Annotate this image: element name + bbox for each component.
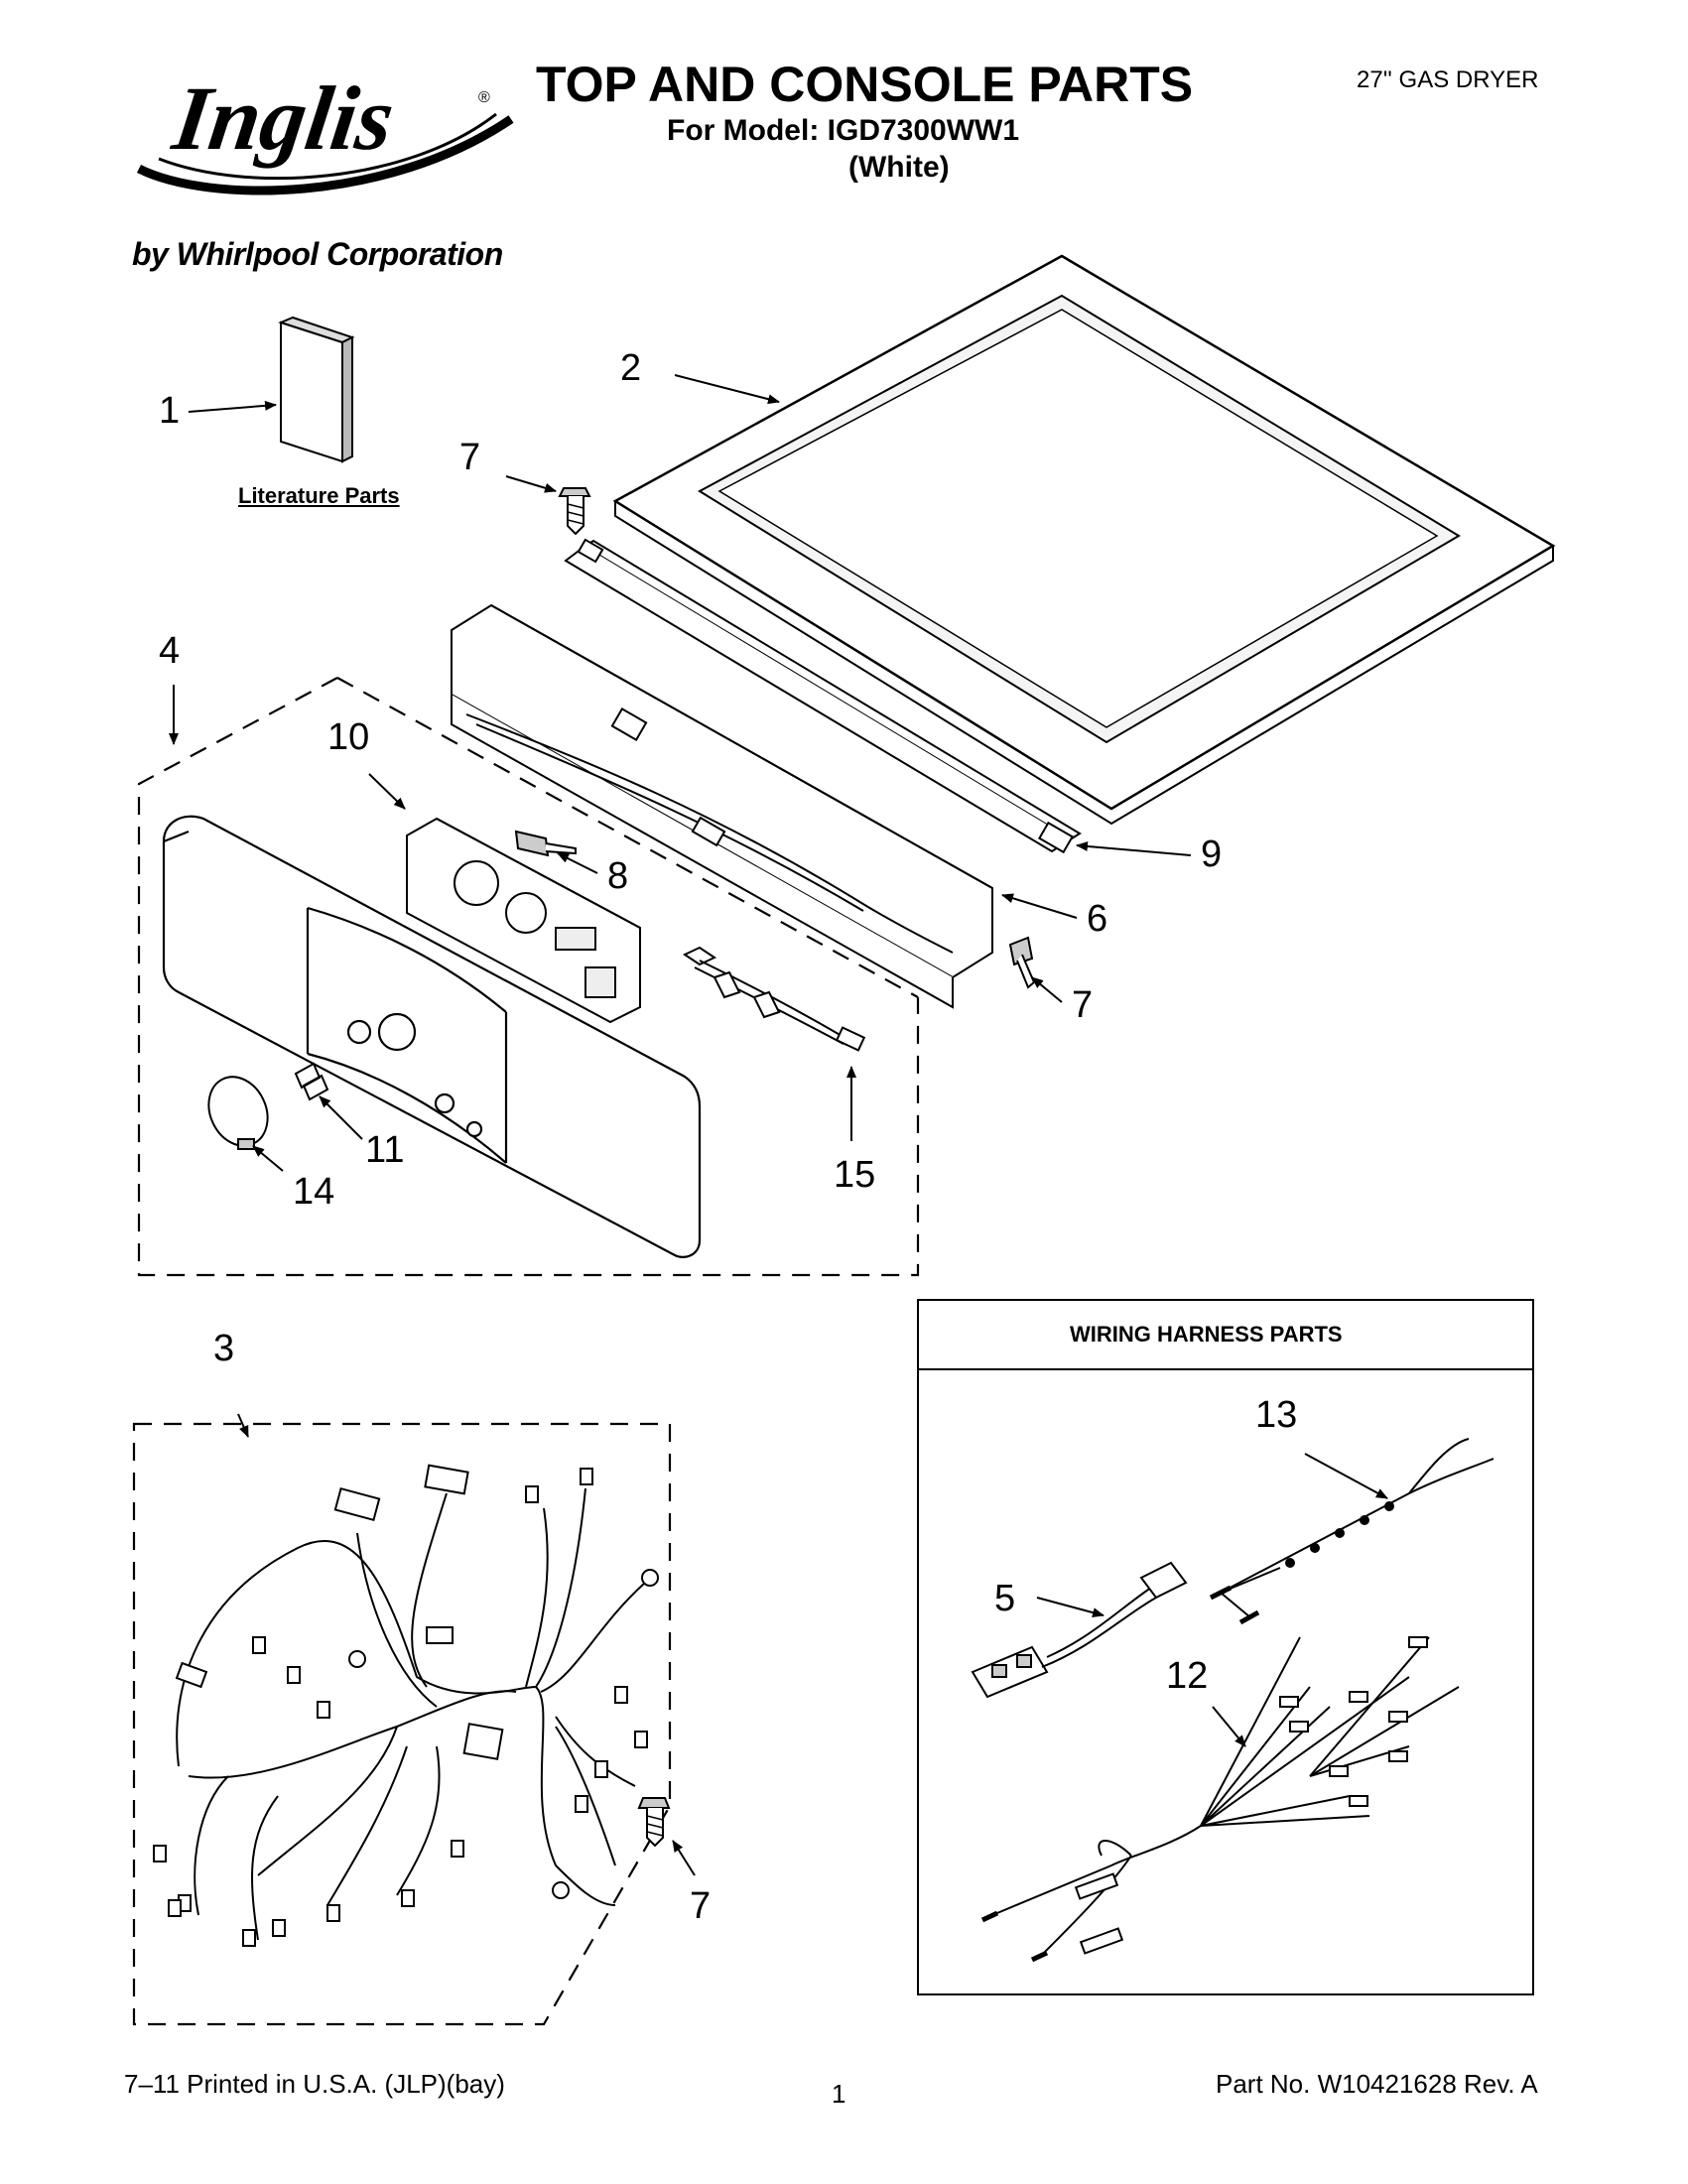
page-number: 1 — [832, 2079, 846, 2109]
main-wire-harness — [153, 1464, 659, 1947]
control-board — [406, 817, 641, 1024]
part-number: Part No. W10421628 Rev. A — [1216, 2069, 1538, 2099]
literature-parts-label: Literature Parts — [238, 483, 400, 508]
knob — [207, 1076, 269, 1150]
callout-10: 10 — [327, 716, 370, 758]
wiring-harness-title: WIRING HARNESS PARTS — [1070, 1322, 1343, 1347]
callout-15: 15 — [834, 1154, 876, 1196]
callout-13: 13 — [1255, 1394, 1298, 1436]
callout-2: 2 — [620, 347, 642, 389]
callout-11: 11 — [365, 1129, 405, 1171]
console-harness — [682, 946, 866, 1052]
harness-12 — [980, 1636, 1460, 1963]
wiring-harness-box — [917, 1299, 1534, 1995]
page-title: TOP AND CONSOLE PARTS — [536, 57, 1194, 112]
harness-13 — [1209, 1438, 1494, 1625]
leader-arrows — [169, 374, 1388, 1876]
knob-spring — [294, 1062, 329, 1101]
color-line: (White) — [848, 151, 950, 184]
callout-6: 6 — [1087, 898, 1108, 940]
callout-3: 3 — [213, 1328, 235, 1369]
top-panel — [612, 254, 1556, 826]
product-type: 27'' GAS DRYER — [1357, 66, 1539, 93]
top-rail — [564, 538, 1082, 854]
callout-7-right: 7 — [1072, 984, 1094, 1026]
callout-5: 5 — [994, 1578, 1016, 1619]
harness-5 — [971, 1561, 1188, 1699]
brand-tagline: by Whirlpool Corporation — [132, 236, 503, 272]
callout-8: 8 — [607, 855, 629, 897]
model-line: For Model: IGD7300WW1 — [667, 114, 1020, 147]
logo-wordmark: Inglis — [167, 67, 400, 169]
screw-bottom — [637, 1797, 671, 1848]
screw-right — [1008, 936, 1036, 989]
main-harness-boundary — [132, 1422, 672, 2026]
console-bracket — [451, 603, 993, 1009]
callout-9: 9 — [1201, 834, 1223, 875]
svg-text:®: ® — [478, 89, 490, 106]
callout-12: 12 — [1166, 1655, 1209, 1697]
callout-7-top: 7 — [459, 437, 481, 478]
callout-1: 1 — [159, 390, 181, 432]
callout-4: 4 — [159, 630, 181, 672]
console-assembly-boundary — [137, 677, 920, 1277]
print-info: 7–11 Printed in U.S.A. (JLP)(bay) — [124, 2069, 505, 2099]
literature-booklet — [278, 316, 355, 463]
screw-top — [558, 487, 591, 536]
logo-swoosh-icon: Inglis ® — [136, 67, 514, 195]
callout-14: 14 — [293, 1171, 335, 1213]
callout-7-bottom: 7 — [690, 1885, 712, 1927]
screw-board — [514, 830, 577, 857]
console-panel — [162, 815, 702, 1258]
brand-logo: Inglis ® — [129, 55, 526, 203]
